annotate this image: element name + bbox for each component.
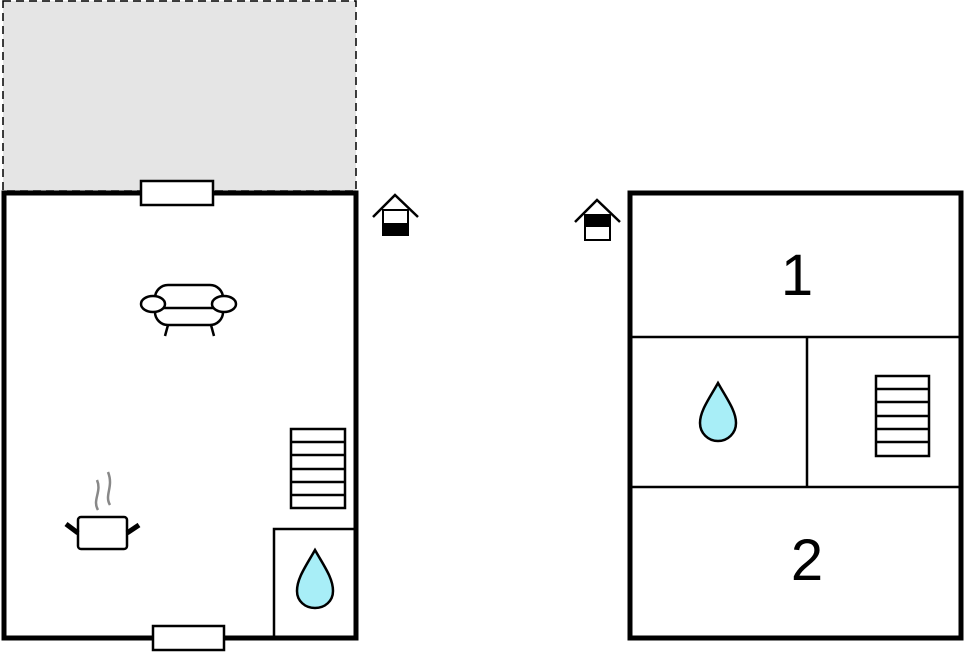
cooking-pot-icon xyxy=(64,471,141,551)
water-drop-icon xyxy=(698,380,738,443)
stairs-icon xyxy=(289,427,347,510)
sofa-icon xyxy=(139,283,238,337)
house-floor-indicator-icon xyxy=(574,198,621,241)
window-top xyxy=(139,179,215,207)
terrace xyxy=(2,0,357,192)
bathroom-wall xyxy=(272,527,356,638)
house-floor-indicator-icon xyxy=(372,193,419,236)
room-label-1: 1 xyxy=(781,243,813,308)
room-label-2: 2 xyxy=(791,528,823,593)
ground-floor-walls xyxy=(1,190,359,641)
water-drop-icon xyxy=(295,547,335,610)
stairs-icon xyxy=(874,374,931,458)
window-bottom xyxy=(151,624,226,652)
